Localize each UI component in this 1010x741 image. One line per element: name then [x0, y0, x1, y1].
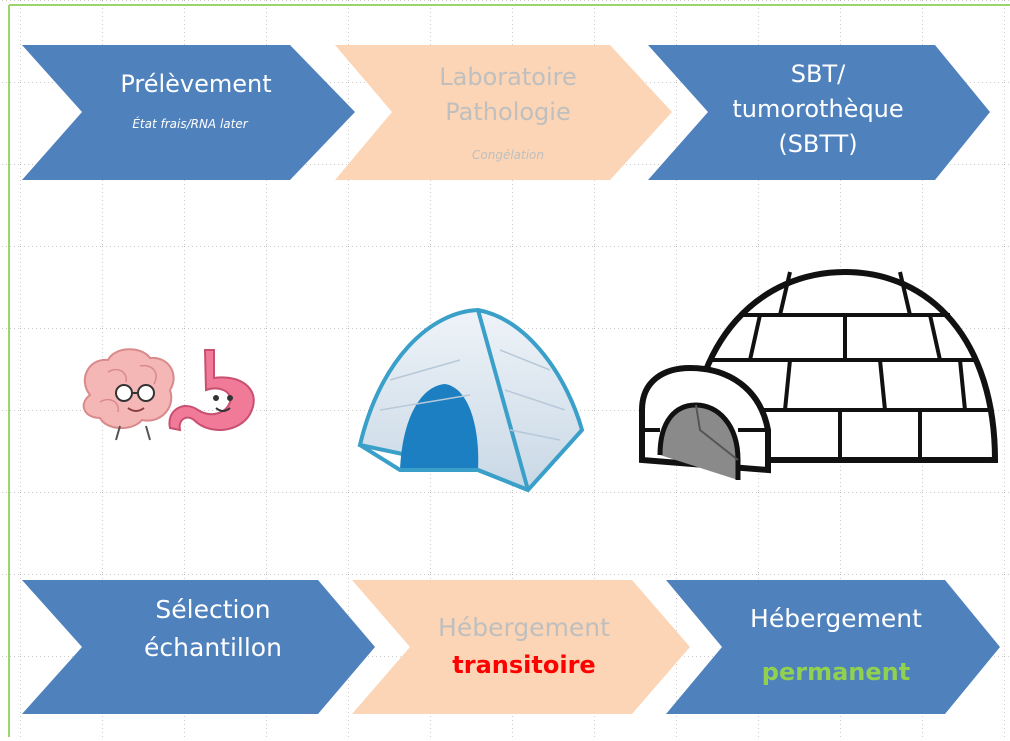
step-laboratoire-title-line2: Pathologie — [445, 98, 570, 126]
step-sbt-line1: SBT/ — [791, 60, 846, 88]
step-hebergement-permanent-title: Hébergement — [750, 604, 922, 633]
step-hebergement-transitoire-highlight: transitoire — [452, 651, 595, 679]
tent-icon — [357, 307, 585, 493]
step-sbt: SBT/ tumorothèque (SBTT) — [648, 45, 990, 180]
step-hebergement-transitoire: Hébergement transitoire — [352, 580, 690, 714]
step-laboratoire-title-line1: Laboratoire — [439, 63, 576, 91]
step-hebergement-permanent: Hébergement permanent — [666, 580, 1000, 714]
step-hebergement-permanent-highlight: permanent — [762, 658, 910, 686]
step-laboratoire-subtitle: Congélation — [472, 148, 544, 162]
step-laboratoire: Laboratoire Pathologie Congélation — [335, 45, 672, 180]
step-selection: Sélection échantillon — [22, 580, 375, 714]
step-prelevement-title: Prélèvement — [120, 70, 271, 98]
brain-and-stomach-icon — [82, 348, 255, 441]
step-selection-line1: Sélection — [155, 595, 270, 624]
step-prelevement-subtitle: État frais/RNA later — [132, 116, 248, 131]
step-selection-line2: échantillon — [144, 633, 282, 662]
step-sbt-line3: (SBTT) — [778, 130, 857, 158]
igloo-icon — [639, 268, 999, 480]
step-prelevement: Prélèvement État frais/RNA later — [22, 45, 355, 180]
step-sbt-line2: tumorothèque — [732, 95, 903, 123]
step-hebergement-transitoire-title: Hébergement — [438, 613, 610, 642]
